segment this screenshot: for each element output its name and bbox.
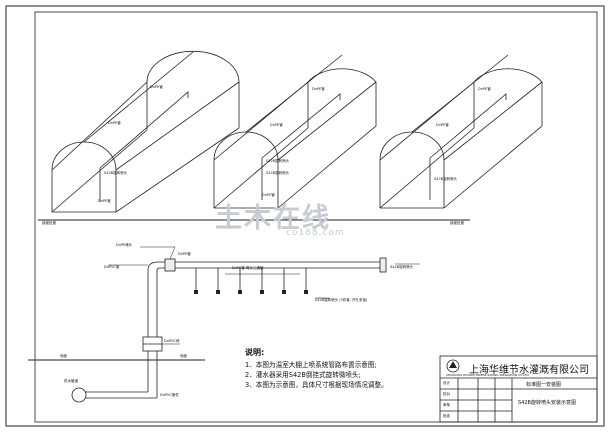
outer-border: [5, 5, 605, 427]
company-logo: [446, 359, 460, 373]
gh2-drop-label: DnPE管: [262, 193, 275, 197]
title-drawing-name: S42B旋转喷头安装示意图: [518, 400, 576, 406]
title-block: [439, 355, 598, 423]
gh3-nozzle-label: S42B旋转喷头: [434, 177, 458, 181]
gh1-nozzle-label: S42B旋转喷头: [104, 171, 128, 175]
inner-border: [34, 11, 598, 423]
title-row-approve: 批准: [443, 414, 450, 418]
title-subtitle: 标准图一安装图: [526, 382, 562, 388]
detail-line-label: S42B旋转喷头 (3件套, 开孔来接): [315, 298, 368, 302]
gh2-pipe-top-label: DnPE管: [312, 87, 325, 91]
gh1-drop-label: DnPE管: [98, 199, 111, 203]
detail-valve-top-label: DnPVC管: [104, 265, 120, 269]
watermark-url: co188.com: [286, 228, 345, 238]
leader-lines: [108, 246, 420, 345]
detail-ground-label-1: 地面: [60, 354, 67, 358]
detail-pipe-under-label: DnPVC管件: [160, 393, 179, 397]
greenhouse-2: [213, 54, 377, 209]
nozzle-drops: [195, 268, 307, 290]
detail-nozzle-label: S42B旋转喷头: [390, 265, 414, 269]
gh1-pipe-mid-label: DnPE管: [108, 121, 121, 125]
gh3-pipe-top-label: DnPE管: [478, 87, 491, 91]
note-item-3: 3、本图为示意图，具体尺寸根据现场情况调整。: [245, 381, 388, 389]
company-name: 上海华维节水灌溉有限公司: [469, 365, 589, 376]
detail-assembly: [28, 257, 387, 403]
gh2-hang-label: S42B旋转喷头: [266, 171, 290, 175]
title-row-review: 审核: [443, 403, 450, 407]
note-item-2: 2、灌水器采用S42B倒挂式旋转微喷头;: [245, 371, 361, 379]
nozzle-heads: [194, 290, 308, 294]
detail-ground-label-2: 地面: [180, 354, 187, 358]
greenhouse-1: [51, 50, 240, 213]
company-name-en: SHANGHAI HUAWEI WATER-SAVING IRRIGATION …: [446, 373, 529, 377]
gh3-ground-label: 接管处管: [450, 221, 464, 225]
gh2-pipe-mid-label: DnPE管: [270, 123, 283, 127]
detail-cap-label: DnPE堵头: [116, 243, 133, 247]
title-row-check: 校对: [443, 392, 450, 396]
notes-title: 说明:: [245, 348, 265, 357]
detail-joint-label: DnPE管 弯头三通管: [232, 266, 264, 270]
greenhouse-3: [379, 54, 543, 209]
gh1-ground-label: 接管处管: [42, 221, 56, 225]
gh2-nozzle-label: S42B旋转喷头: [266, 159, 290, 163]
detail-valve-label: DnPVC阀: [164, 339, 180, 343]
watermark-text: 土木在线: [215, 203, 331, 234]
title-row-design: 设计: [443, 381, 450, 385]
detail-main-pipe-label: DnPE管: [178, 252, 191, 256]
detail-source-label: 供水管道: [64, 379, 78, 383]
note-item-1: 1、本图为温室大棚上喷系统管路布置示意图;: [245, 361, 377, 369]
gh3-pipe-mid-label: DnPE管: [436, 123, 449, 127]
gh1-pipe-top-label: DnPE管: [150, 85, 163, 89]
